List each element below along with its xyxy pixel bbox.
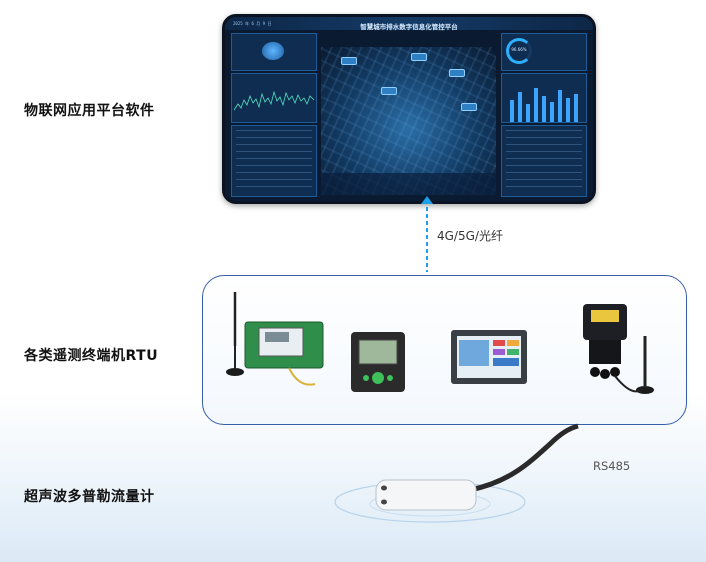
right-panel-bars: [501, 73, 587, 123]
right-panel-gauge: 96.66%: [501, 33, 587, 71]
platform-dashboard-screenshot: 2025 年 6 月 9 日 智慧城市排水数字信息化管控平台 96.66%: [222, 14, 596, 204]
city-3d-map: [321, 47, 496, 195]
map-marker: [449, 69, 465, 77]
map-marker: [341, 57, 357, 65]
bar: [518, 92, 522, 122]
status-orb: [262, 42, 284, 60]
rtu-device-touchscreen: [451, 330, 527, 384]
bar: [542, 96, 546, 122]
bar: [534, 88, 538, 122]
rtu-device-din: [226, 292, 324, 386]
left-panel-table: [231, 125, 317, 197]
rtu-label: 各类遥测终端机RTU: [24, 348, 159, 364]
ring-gauge: [506, 38, 532, 64]
uplink-arrow: [426, 200, 428, 272]
rtu-device-rugged: [583, 304, 654, 394]
bar: [566, 98, 570, 122]
bottom-nav-bar: [321, 173, 496, 195]
dashboard-header: [225, 17, 593, 30]
bar: [526, 104, 530, 122]
bar: [574, 94, 578, 122]
platform-label: 物联网应用平台软件: [24, 103, 155, 119]
left-panel-top: [231, 33, 317, 71]
bar: [510, 100, 514, 122]
rtu-device-panel-meter: [351, 332, 405, 392]
bar: [558, 90, 562, 122]
rs485-label: RS485: [593, 459, 631, 473]
dashboard-time: 2025 年 6 月 9 日: [233, 21, 272, 26]
flowmeter-label: 超声波多普勒流量计: [24, 489, 155, 505]
ultrasonic-flowmeter: [334, 423, 579, 523]
waterlevel-line-chart: [233, 90, 315, 111]
uplink-label: 4G/5G/光纤: [437, 229, 503, 243]
map-marker: [411, 53, 427, 61]
left-panel-chart: [231, 73, 317, 123]
bar: [550, 102, 554, 122]
gauge-value: 96.66%: [511, 47, 527, 52]
table-rows: [506, 130, 582, 192]
map-marker: [461, 103, 477, 111]
dashboard-title: 智慧城市排水数字信息化管控平台: [360, 23, 458, 31]
map-marker: [381, 87, 397, 95]
right-panel-table: [501, 125, 587, 197]
rtu-devices-group: [202, 275, 687, 425]
table-rows: [236, 130, 312, 192]
